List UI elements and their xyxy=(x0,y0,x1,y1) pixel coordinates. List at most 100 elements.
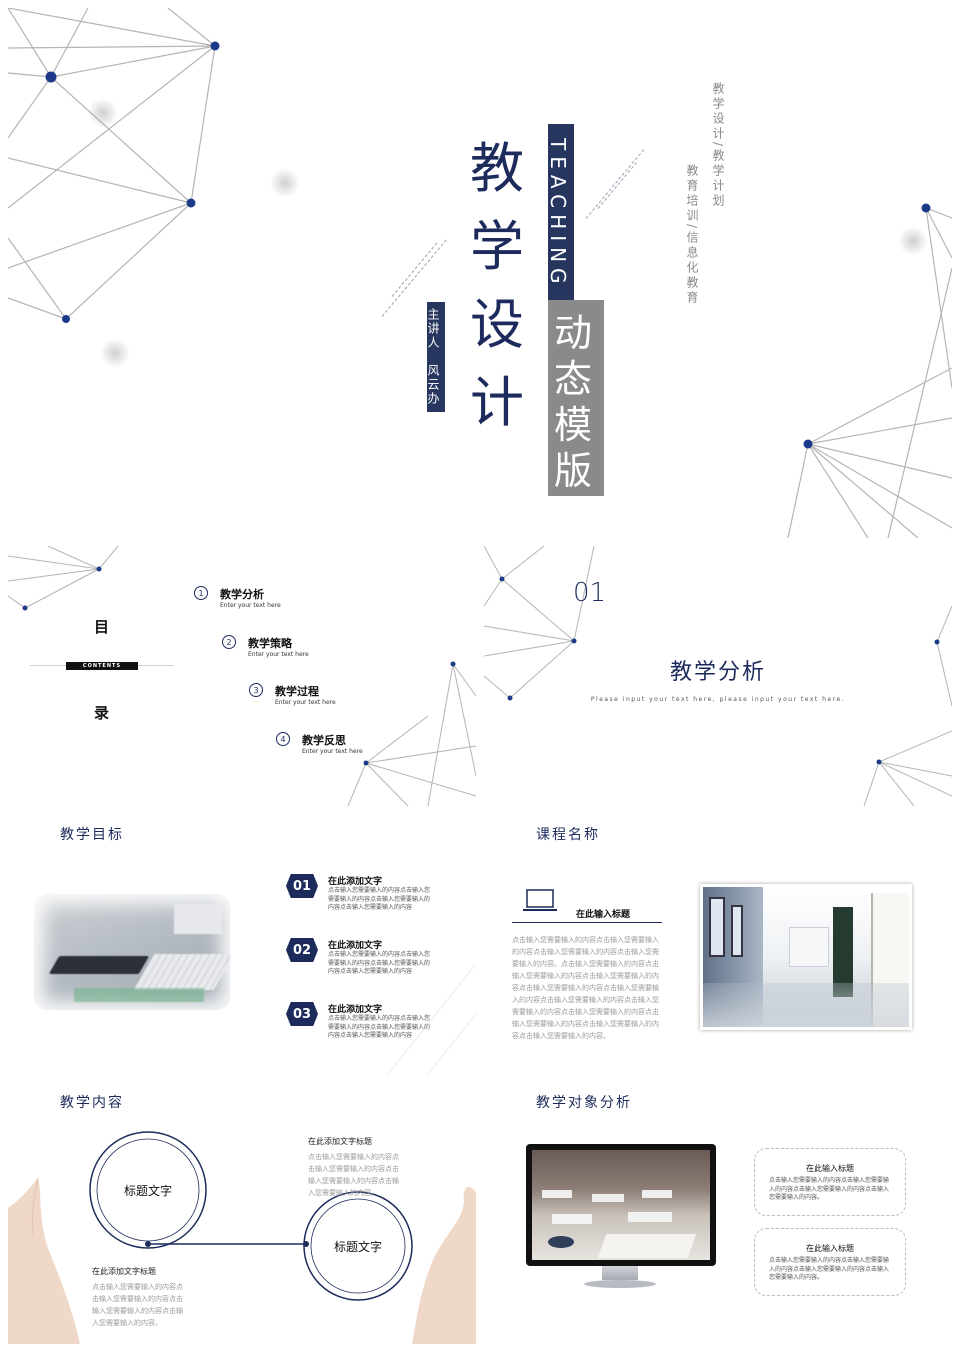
goal-title: 在此添加文字 xyxy=(328,941,383,951)
slide-title: 教学目标 xyxy=(60,827,124,843)
goal-item-2[interactable]: 02 在此添加文字点击输入您需要输入的内容点击输入您需要输入的内容点击输入您需要… xyxy=(286,938,432,977)
monitor-frame xyxy=(526,1144,716,1266)
text-block-top: 在此添加文字标题 点击输入您需要输入的内容点击输入您需要输入的内容点击输入您需要… xyxy=(308,1136,404,1199)
slide-title: 教学对象分析 xyxy=(536,1095,632,1111)
section-subtitle: Please input your text here, please inpu… xyxy=(590,696,846,703)
box-title: 在此输入标题 xyxy=(806,1244,854,1253)
goal-number: 01 xyxy=(286,874,318,898)
dynamic-template-block: 动 态 模 版 xyxy=(548,300,604,496)
goal-title: 在此添加文字 xyxy=(328,877,383,887)
goal-item-3[interactable]: 03 在此添加文字点击输入您需要输入的内容点击输入您需要输入的内容点击输入您需要… xyxy=(286,1002,432,1041)
desk-shape xyxy=(628,1212,672,1222)
title-char: 教 xyxy=(470,137,524,200)
info-box-1: 在此输入标题 点击输入您需要输入的内容点击输入您需要输入的内容点击输入您需要输入… xyxy=(754,1148,906,1216)
course-slide: 课程名称 在此输入标题 点击输入您需要输入的内容点击输入您需要输入的内容点击输入… xyxy=(484,814,952,1074)
keyboard-shape xyxy=(133,954,230,990)
chair-shape xyxy=(548,1236,574,1248)
toc-item-sub: Enter your text here xyxy=(220,602,281,609)
box-title: 在此输入标题 xyxy=(806,1164,854,1173)
tag-line-1: 教学设计/教学计划 xyxy=(711,82,725,210)
slide-title: 教学内容 xyxy=(60,1095,124,1111)
toc-item-title: 教学反思 xyxy=(302,734,346,747)
circle-2-label: 标题文字 xyxy=(333,1240,382,1254)
heading-underline xyxy=(512,922,662,923)
dynamic-char: 动 xyxy=(554,311,593,355)
cover-title: 教 学 设 计 xyxy=(470,130,524,442)
block-body: 点击输入您需要输入的内容点击输入您需要输入的内容点击输入您需要输入的内容点击输入… xyxy=(92,1283,183,1327)
goal-body: 点击输入您需要输入的内容点击输入您需要输入的内容点击输入您需要输入的内容点击输入… xyxy=(328,951,431,975)
contents-label: CONTENTS xyxy=(66,662,138,670)
content-slide: 教学内容 标题文字 标题文字 在此添加文字标题 点击输入您需要输入的内容点击输入… xyxy=(8,1082,476,1344)
monitor-shape xyxy=(174,904,222,934)
desk-photo xyxy=(34,894,230,1010)
desk-shape xyxy=(552,1214,592,1224)
toc-title-bottom: 录 xyxy=(94,704,110,722)
presenter-label: 主讲人 风云办公 xyxy=(409,302,445,412)
teaching-label: TEACHING xyxy=(546,124,574,304)
box-body: 点击输入您需要输入的内容点击输入您需要输入的内容点击输入您需要输入的内容点击输入… xyxy=(769,1257,890,1281)
course-body: 点击输入您需要输入的内容点击输入您需要输入的内容点击输入您需要输入的内容点击输入… xyxy=(512,936,659,1040)
left-hand-illustration xyxy=(8,1178,80,1344)
window-shape xyxy=(709,897,725,957)
toc-item-title: 教学分析 xyxy=(220,588,264,601)
goal-number: 03 xyxy=(286,1002,318,1026)
course-heading: 在此输入标题 xyxy=(576,910,631,920)
goal-body: 点击输入您需要输入的内容点击输入您需要输入的内容点击输入您需要输入的内容点击输入… xyxy=(328,1015,431,1039)
toc-number: 2 xyxy=(222,635,236,649)
section-number: 01 xyxy=(573,578,607,608)
goal-item-1[interactable]: 01 在此添加文字点击输入您需要输入的内容点击输入您需要输入的内容点击输入您需要… xyxy=(286,874,432,913)
dynamic-char: 模 xyxy=(554,403,593,447)
section-title: 教学分析 xyxy=(669,660,766,685)
box-body: 点击输入您需要输入的内容点击输入您需要输入的内容点击输入您需要输入的内容点击输入… xyxy=(769,1177,890,1201)
title-char: 计 xyxy=(470,371,524,434)
block-title: 在此添加文字标题 xyxy=(92,1267,156,1276)
paper-shape xyxy=(74,988,204,1002)
goal-body: 点击输入您需要输入的内容点击输入您需要输入的内容点击输入您需要输入的内容点击输入… xyxy=(328,887,431,911)
goal-number: 02 xyxy=(286,938,318,962)
classroom-photo xyxy=(532,1150,710,1260)
goals-slide: 教学目标 01 在此添加文字点击输入您需要输入的内容点击输入您需要输入的内容点击… xyxy=(8,814,476,1074)
toc-number: 3 xyxy=(249,683,263,697)
right-hand-illustration xyxy=(412,1187,476,1344)
block-body: 点击输入您需要输入的内容点击输入您需要输入的内容点击输入您需要输入的内容点击输入… xyxy=(308,1153,399,1197)
toc-title-top: 目 xyxy=(94,618,110,636)
desk-shape xyxy=(592,1194,624,1202)
dynamic-char: 版 xyxy=(554,449,593,493)
goal-title: 在此添加文字 xyxy=(328,1005,383,1015)
block-title: 在此添加文字标题 xyxy=(308,1137,372,1146)
door-shape xyxy=(833,907,853,997)
toc-number: 1 xyxy=(194,586,208,600)
network-decoration xyxy=(8,546,476,806)
title-char: 设 xyxy=(470,293,524,356)
cover-slide: 教 学 设 计 TEACHING 动 态 模 版 主讲人 风云办公 教学设计/教… xyxy=(8,8,952,538)
section-slide: 01 教学分析 Please input your text here, ple… xyxy=(484,546,952,806)
corridor-end xyxy=(789,927,829,967)
toc-item-title: 教学过程 xyxy=(275,685,319,698)
tablet-shape xyxy=(48,956,150,974)
desk-shape xyxy=(642,1190,672,1198)
window-shape xyxy=(731,905,743,957)
info-box-2: 在此输入标题 点击输入您需要输入的内容点击输入您需要输入的内容点击输入您需要输入… xyxy=(754,1228,906,1296)
toc-number: 4 xyxy=(276,732,290,746)
desk-shape xyxy=(597,1234,697,1258)
title-char: 学 xyxy=(470,215,524,278)
dynamic-char: 态 xyxy=(554,357,593,401)
desk-shape xyxy=(542,1190,572,1198)
text-block-bottom: 在此添加文字标题 点击输入您需要输入的内容点击输入您需要输入的内容点击输入您需要… xyxy=(92,1266,188,1329)
toc-item-sub: Enter your text here xyxy=(302,748,363,755)
circle-1-label: 标题文字 xyxy=(123,1184,172,1198)
tag-line-2: 教育培训/信息化教育 xyxy=(685,164,699,307)
toc-item-sub: Enter your text here xyxy=(275,699,336,706)
corridor-floor xyxy=(703,983,909,1027)
corridor-photo xyxy=(700,884,912,1030)
slide-title: 课程名称 xyxy=(536,827,600,843)
laptop-icon xyxy=(522,888,558,918)
monitor-base xyxy=(584,1280,656,1288)
audience-slide: 教学对象分析 在此输入标题 点击输入您需要输入的内容点击输入您需要输入的内容点击… xyxy=(484,1082,952,1344)
toc-item-sub: Enter your text here xyxy=(248,651,309,658)
